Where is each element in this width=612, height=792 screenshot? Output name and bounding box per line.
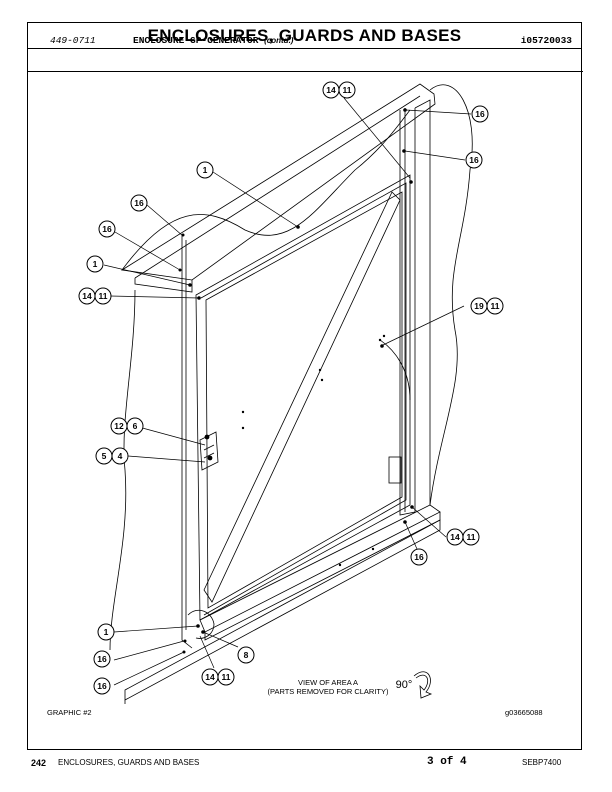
callout-1-top: 1: [196, 161, 214, 179]
svg-text:8: 8: [244, 650, 249, 660]
continued-marker: (contd.): [264, 36, 294, 45]
diagonal-brace: [203, 191, 401, 603]
callout-14-11-top: 14 11: [322, 81, 356, 99]
graphic-label: GRAPHIC #2: [47, 708, 92, 717]
callout-14-11-bottom: 14 11: [201, 668, 235, 686]
roof-panel: [120, 83, 436, 281]
hinge-upper: [199, 431, 219, 471]
svg-text:11: 11: [99, 291, 108, 301]
callout-16-left: 16: [98, 220, 116, 238]
footer-page-count: 3 of 4: [427, 756, 467, 768]
svg-text:16: 16: [97, 654, 107, 664]
callout-16-upper-left: 16: [130, 194, 148, 212]
rotation-arrow-icon: [413, 671, 433, 699]
view-caption: VIEW OF AREA A (PARTS REMOVED FOR CLARIT…: [268, 678, 389, 696]
latch-bar: [379, 339, 411, 401]
svg-text:16: 16: [475, 109, 485, 119]
callout-14-11-left: 14 11: [78, 287, 112, 305]
svg-text:11: 11: [491, 301, 500, 311]
svg-text:19: 19: [474, 301, 484, 311]
callout-16-bottom-right: 16: [410, 548, 428, 566]
roof-front-edge: [134, 95, 421, 279]
callout-12-6: 12 6: [110, 417, 144, 435]
svg-text:4: 4: [118, 451, 123, 461]
break-line-right: [429, 84, 473, 506]
svg-text:14: 14: [205, 672, 215, 682]
hinge-lower: [388, 456, 402, 484]
svg-text:1: 1: [203, 165, 208, 175]
leader-lines: [103, 97, 472, 686]
view-caption-line1: VIEW OF AREA A: [298, 678, 358, 687]
svg-text:16: 16: [97, 681, 107, 691]
break-line-top: [121, 109, 411, 271]
svg-text:16: 16: [414, 552, 424, 562]
svg-text:16: 16: [134, 198, 144, 208]
svg-text:11: 11: [343, 85, 352, 95]
door-frame-outer: [195, 174, 411, 621]
callout-16-right: 16: [465, 151, 483, 169]
view-caption-line2: (PARTS REMOVED FOR CLARITY): [268, 687, 389, 696]
page-title: ENCLOSURES, GUARDS AND BASES: [28, 23, 581, 49]
part-name: ENCLOSURE GP-GENERATOR: [133, 35, 259, 46]
right-post: [399, 108, 416, 516]
callout-8: 8: [237, 646, 255, 664]
break-line-left: [109, 289, 136, 651]
svg-text:11: 11: [467, 532, 476, 542]
part-name-heading: ENCLOSURE GP-GENERATOR (contd.): [133, 35, 293, 46]
svg-text:14: 14: [82, 291, 92, 301]
footer-doc-id: SEBP7400: [522, 758, 562, 767]
svg-text:1: 1: [104, 627, 109, 637]
rotation-label: 90°: [396, 679, 413, 691]
footer-page-number: 242: [31, 758, 47, 768]
svg-text:14: 14: [326, 85, 336, 95]
view-a-cutout: [187, 609, 215, 639]
callout-1-left: 1: [86, 255, 104, 273]
callout-16-bottom-left-1: 16: [93, 650, 111, 668]
svg-text:6: 6: [133, 421, 138, 431]
svg-text:11: 11: [222, 672, 231, 682]
callout-19-11: 19 11: [470, 297, 504, 315]
footer-section: ENCLOSURES, GUARDS AND BASES: [58, 758, 200, 767]
callout-14-11-right: 14 11: [446, 528, 480, 546]
svg-text:5: 5: [102, 451, 107, 461]
callout-16-top-right: 16: [471, 105, 489, 123]
bottom-sill: [199, 504, 441, 633]
svg-text:12: 12: [114, 421, 124, 431]
illustration-id: i05720033: [520, 35, 572, 46]
page-frame: ENCLOSURES, GUARDS AND BASES: [27, 22, 582, 750]
svg-text:14: 14: [450, 532, 460, 542]
svg-text:16: 16: [469, 155, 479, 165]
callout-1-bottom: 1: [97, 623, 115, 641]
svg-text:1: 1: [93, 259, 98, 269]
callout-16-bottom-left-2: 16: [93, 677, 111, 695]
base-rail: [124, 519, 441, 701]
left-post: [181, 235, 193, 649]
header-rule: [28, 71, 583, 72]
graphic-id: g03665088: [505, 708, 543, 717]
part-number: 449-0711: [50, 35, 96, 46]
callout-5-4: 5 4: [95, 447, 129, 465]
door-frame-inner: [205, 191, 403, 609]
svg-text:16: 16: [102, 224, 112, 234]
